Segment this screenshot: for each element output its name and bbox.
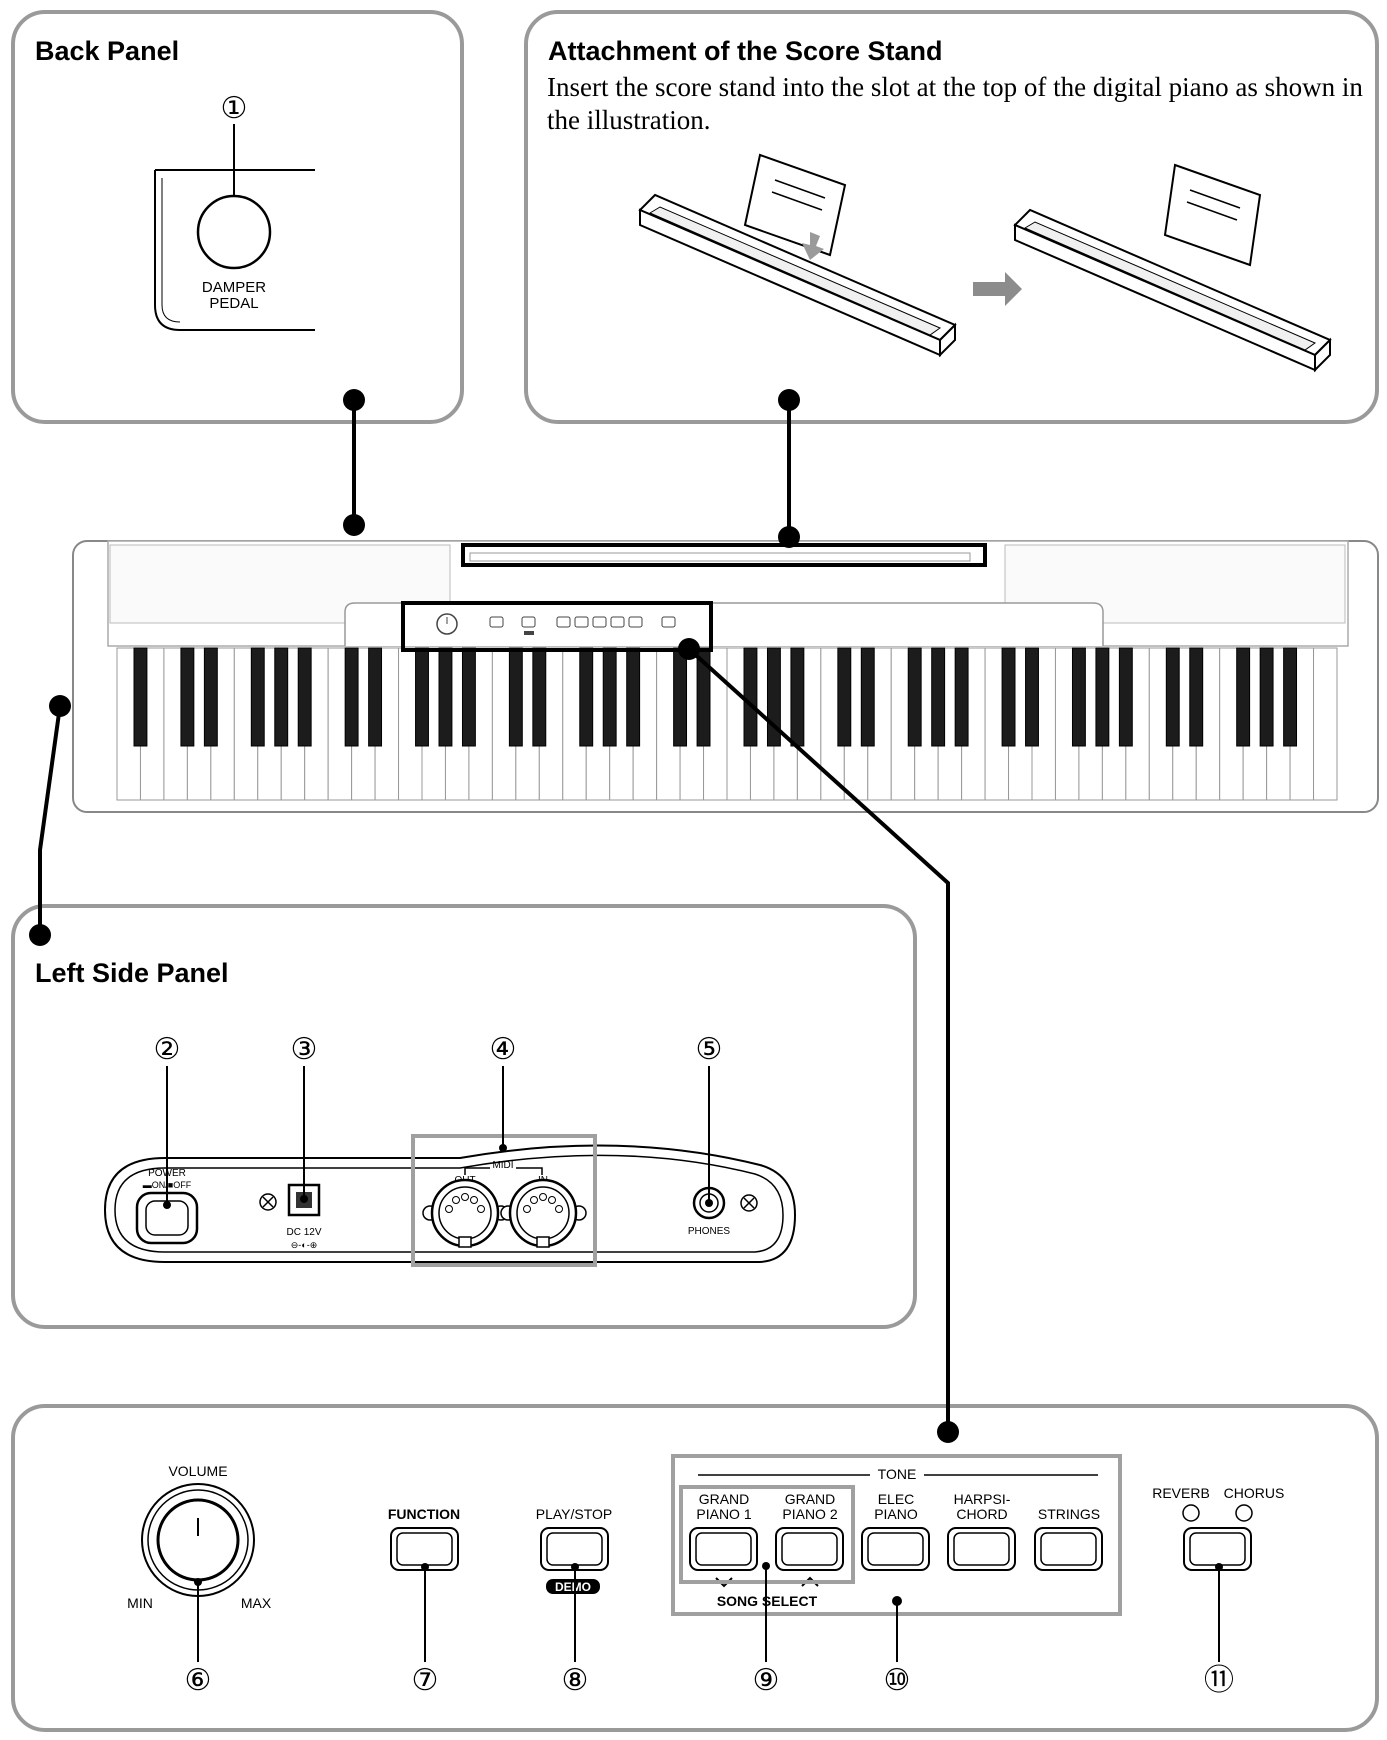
score-stand-after [1013, 163, 1332, 373]
control-panel-illustration: VOLUME MIN MAX FUNCTION PLAY/STOP DEMO T… [127, 1454, 1285, 1697]
score-stand-before [638, 153, 957, 358]
midi-in-port [500, 1178, 587, 1248]
black-key [1259, 647, 1274, 747]
phones-label: PHONES [688, 1226, 731, 1237]
callout-2: ② [154, 1033, 181, 1066]
song-select-label: SONG SELECT [717, 1593, 818, 1609]
chorus-led [1235, 1504, 1253, 1522]
black-key [180, 647, 195, 747]
black-key [1071, 647, 1086, 747]
black-key [743, 647, 758, 747]
black-key [1118, 647, 1133, 747]
dc-label: DC 12V [286, 1227, 321, 1238]
black-key [1236, 647, 1251, 747]
black-key [532, 647, 547, 747]
callout-5: ⑤ [696, 1033, 723, 1066]
callout-11: ⑪ [1204, 1664, 1234, 1697]
score-stand-title: Attachment of the Score Stand [548, 36, 943, 66]
play-stop-label: PLAY/STOP [536, 1506, 613, 1522]
black-key [860, 647, 875, 747]
volume-max-label: MAX [241, 1595, 272, 1611]
black-key [626, 647, 641, 747]
black-key [837, 647, 852, 747]
black-key [931, 647, 946, 747]
tone-3-line1: ELEC [878, 1491, 915, 1507]
black-key [1189, 647, 1204, 747]
back-panel-title: Back Panel [35, 36, 180, 66]
volume-min-label: MIN [127, 1595, 153, 1611]
callout-3: ③ [291, 1033, 318, 1066]
control-panel-highlight [401, 601, 713, 652]
black-key [274, 647, 289, 747]
reverb-label: REVERB [1152, 1485, 1210, 1501]
black-key [954, 647, 969, 747]
black-key [203, 647, 218, 747]
score-slot-highlight [461, 543, 987, 567]
back-panel-illustration: ① DAMPER PEDAL [154, 92, 315, 331]
chorus-label: CHORUS [1224, 1485, 1285, 1501]
black-key [579, 647, 594, 747]
midi-label: MIDI [492, 1160, 513, 1171]
right-arrow [973, 272, 1022, 306]
callout-1: ① [221, 92, 248, 125]
mini-control-panel [436, 613, 676, 635]
white-key [1313, 647, 1338, 801]
black-key [438, 647, 453, 747]
callout-6: ⑥ [185, 1664, 212, 1697]
black-key [344, 647, 359, 747]
black-key [133, 647, 148, 747]
callout-8: ⑧ [562, 1664, 589, 1697]
callout-9: ⑨ [753, 1664, 780, 1697]
black-key [790, 647, 805, 747]
reverb-led [1182, 1504, 1200, 1522]
tone-1-line1: GRAND [699, 1491, 750, 1507]
damper-label-line1: DAMPER [202, 279, 266, 296]
black-key [461, 647, 476, 747]
damper-label-line2: PEDAL [209, 295, 258, 312]
black-key [1001, 647, 1016, 747]
tone-2-line1: GRAND [785, 1491, 836, 1507]
black-key [297, 647, 312, 747]
tone-2-line2: PIANO 2 [782, 1506, 837, 1522]
tone-3-line2: PIANO [874, 1506, 918, 1522]
left-side-panel-title: Left Side Panel [35, 958, 229, 988]
black-key [673, 647, 688, 747]
black-key [1095, 647, 1110, 747]
damper-pedal-jack [196, 194, 272, 270]
midi-out-port [422, 1178, 509, 1248]
function-label: FUNCTION [388, 1506, 460, 1522]
digital-piano [72, 540, 1379, 813]
callout-4: ④ [490, 1033, 517, 1066]
tone-4-line1: HARPSI- [954, 1491, 1011, 1507]
black-key [907, 647, 922, 747]
score-stand-description: Insert the score stand into the slot at … [547, 72, 1363, 135]
callout-7: ⑦ [412, 1664, 439, 1697]
black-key [415, 647, 429, 747]
black-key [1283, 647, 1298, 747]
left-side-panel-illustration: POWER ▬ON/■OFF DC 12V ⊖-◐-⊕ MIDI OUT IN [103, 1033, 797, 1267]
black-key [1165, 647, 1180, 747]
demo-badge [546, 1579, 600, 1594]
demo-label: DEMO [555, 1580, 591, 1594]
tone-1-line2: PIANO 1 [696, 1506, 751, 1522]
black-key [508, 647, 523, 747]
dc-polarity: ⊖-◐-⊕ [291, 1240, 318, 1250]
black-key [602, 647, 617, 747]
black-key [1025, 647, 1039, 747]
volume-label: VOLUME [168, 1463, 227, 1479]
leader-lines [38, 400, 950, 1432]
callout-10: ⑩ [884, 1664, 911, 1697]
tone-4-line2: CHORD [956, 1506, 1007, 1522]
black-key [250, 647, 265, 747]
tone-label: TONE [878, 1466, 917, 1482]
black-key [368, 647, 383, 747]
leader-dots [29, 389, 959, 1443]
tone-5-line1: STRINGS [1038, 1506, 1100, 1522]
